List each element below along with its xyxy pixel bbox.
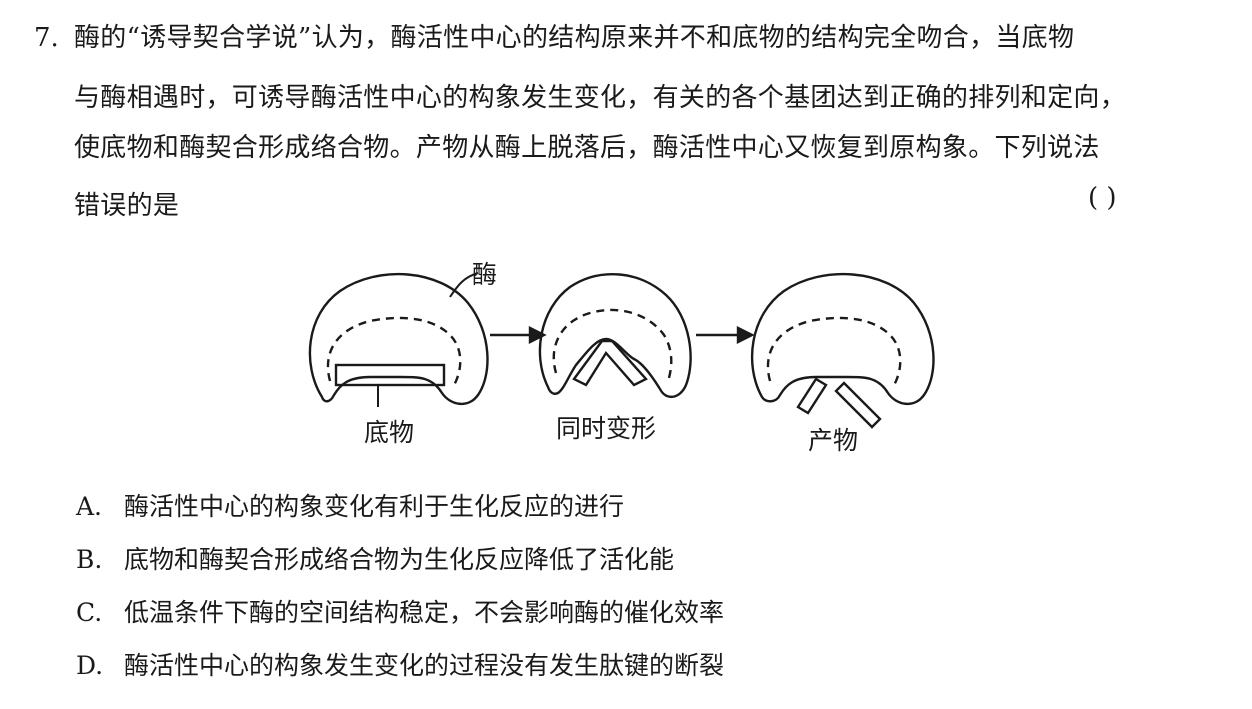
label-product: 产物 (808, 426, 858, 455)
option-d-letter: D. (76, 651, 104, 680)
option-b-text: 底物和酶契合形成络合物为生化反应降低了活化能 (124, 545, 675, 574)
question-stem-line-1: 酶的“诱导契合学说”认为，酶活性中心的结构原来并不和底物的结构完全吻合，当底物 (74, 23, 1075, 53)
option-a-text: 酶活性中心的构象变化有利于生化反应的进行 (124, 492, 625, 521)
label-deform: 同时变形 (556, 414, 656, 443)
product-piece-1 (796, 377, 828, 415)
arrow-1 (490, 326, 547, 344)
question-stem-line-2: 与酶相遇时，可诱导酶活性中心的构象发生变化，有关的各个基团达到正确的排列和定向， (74, 83, 1127, 113)
option-c-text: 低温条件下酶的空间结构稳定，不会影响酶的催化效率 (124, 598, 725, 627)
option-d-text: 酶活性中心的构象发生变化的过程没有发生肽键的断裂 (124, 651, 725, 680)
option-c: C. 低温条件下酶的空间结构稳定，不会影响酶的催化效率 (76, 597, 724, 629)
label-enzyme: 酶 (472, 260, 497, 289)
question-number: 7. (34, 23, 59, 53)
option-a: A. 酶活性中心的构象变化有利于生化反应的进行 (76, 491, 624, 523)
arrow-2 (696, 326, 755, 344)
question-stem-line-4: 错误的是 (74, 191, 180, 221)
substrate-bent (572, 339, 648, 387)
enzyme-shape-restored (750, 272, 935, 405)
enzyme-pointer (449, 272, 479, 298)
option-c-letter: C. (76, 598, 103, 627)
question-stem-line-3: 使底物和酶契合形成络合物。产物从酶上脱落后，酶活性中心又恢复到原构象。下列说法 (74, 133, 1100, 163)
option-a-letter: A. (76, 492, 103, 521)
option-d: D. 酶活性中心的构象发生变化的过程没有发生肽键的断裂 (76, 650, 724, 682)
induced-fit-diagram: 酶 底物 同时变形 产物 (308, 260, 935, 455)
option-b: B. 底物和酶契合形成络合物为生化反应降低了活化能 (76, 544, 674, 576)
label-substrate: 底物 (364, 418, 414, 447)
enzyme-shape-deformed (538, 273, 692, 398)
product-piece-2 (834, 381, 882, 429)
option-b-letter: B. (76, 545, 103, 574)
answer-blank: ( ) (1088, 183, 1117, 213)
substrate-bar (334, 363, 446, 387)
